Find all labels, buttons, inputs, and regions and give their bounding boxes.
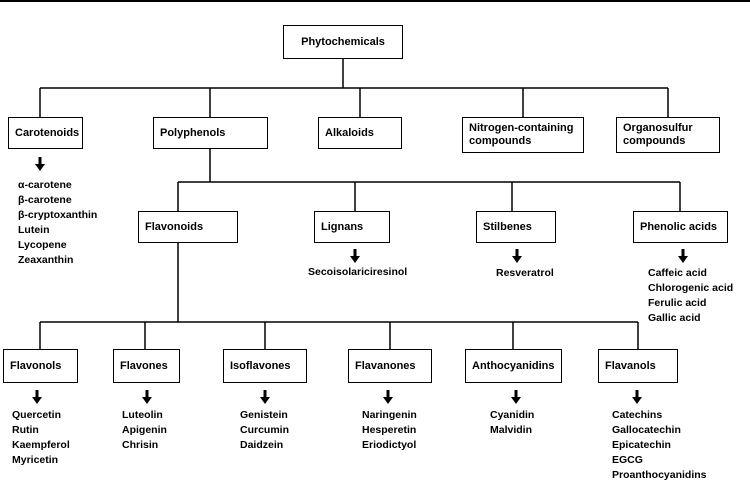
- list-lignans: Secoisolariciresinol: [308, 265, 407, 280]
- arrow-down-icon: [512, 249, 522, 263]
- list-item: Epicatechin: [612, 439, 671, 451]
- list-flavanones: Naringenin Hesperetin Eriodictyol: [362, 408, 417, 453]
- list-item: Cyanidin: [490, 409, 535, 421]
- arrow-down-icon: [260, 390, 270, 404]
- list-item: Lycopene: [18, 239, 67, 251]
- list-item: Apigenin: [122, 424, 167, 436]
- arrow-down-icon: [632, 390, 642, 404]
- list-item: Proanthocyanidins: [612, 469, 707, 481]
- arrow-down-icon: [142, 390, 152, 404]
- node-flavanols: Flavanols: [598, 349, 678, 383]
- list-item: Genistein: [240, 409, 288, 421]
- list-isoflavones: Genistein Curcumin Daidzein: [240, 408, 289, 453]
- list-anthocyanidins: Cyanidin Malvidin: [490, 408, 534, 438]
- list-item: Myricetin: [12, 454, 59, 466]
- node-phenolic-acids: Phenolic acids: [633, 211, 728, 243]
- arrow-down-icon: [32, 390, 42, 404]
- list-item: α-carotene: [18, 179, 72, 191]
- top-border-line: [0, 0, 750, 2]
- node-anthocyanidins: Anthocyanidins: [465, 349, 562, 383]
- list-item: Gallic acid: [648, 312, 701, 324]
- arrow-down-icon: [35, 157, 45, 171]
- list-item: β-cryptoxanthin: [18, 209, 98, 221]
- list-item: Resveratrol: [496, 267, 554, 279]
- arrow-down-icon: [678, 249, 688, 263]
- node-phytochemicals: Phytochemicals: [283, 25, 403, 59]
- list-flavonols: Quercetin Rutin Kaempferol Myricetin: [12, 408, 70, 468]
- list-item: Gallocatechin: [612, 424, 681, 436]
- node-flavones: Flavones: [113, 349, 180, 383]
- list-item: Secoisolariciresinol: [308, 266, 408, 278]
- node-flavanones: Flavanones: [348, 349, 432, 383]
- list-stilbenes: Resveratrol: [496, 266, 554, 281]
- arrow-down-icon: [511, 390, 521, 404]
- list-item: Zeaxanthin: [18, 254, 74, 266]
- list-item: Rutin: [12, 424, 39, 436]
- list-item: β-carotene: [18, 194, 72, 206]
- node-flavonoids: Flavonoids: [138, 211, 238, 243]
- arrow-down-icon: [383, 390, 393, 404]
- list-item: EGCG: [612, 454, 643, 466]
- list-item: Curcumin: [240, 424, 290, 436]
- list-flavones: Luteolin Apigenin Chrisin: [122, 408, 167, 453]
- node-flavonols: Flavonols: [3, 349, 78, 383]
- list-item: Naringenin: [362, 409, 417, 421]
- node-isoflavones: Isoflavones: [223, 349, 307, 383]
- list-item: Ferulic acid: [648, 297, 707, 309]
- arrow-down-icon: [350, 249, 360, 263]
- list-item: Hesperetin: [362, 424, 417, 436]
- list-item: Daidzein: [240, 439, 284, 451]
- list-flavanols: Catechins Gallocatechin Epicatechin EGCG…: [612, 408, 707, 483]
- list-item: Malvidin: [490, 424, 533, 436]
- list-item: Caffeic acid: [648, 267, 707, 279]
- node-organosulfur-compounds: Organosulfur compounds: [616, 117, 720, 153]
- list-item: Kaempferol: [12, 439, 70, 451]
- list-item: Catechins: [612, 409, 663, 421]
- list-item: Lutein: [18, 224, 50, 236]
- node-carotenoids: Carotenoids: [8, 117, 83, 149]
- list-item: Chlorogenic acid: [648, 282, 734, 294]
- node-polyphenols: Polyphenols: [153, 117, 268, 149]
- list-carotenoids: α-carotene β-carotene β-cryptoxanthin Lu…: [18, 178, 97, 268]
- node-alkaloids: Alkaloids: [318, 117, 402, 149]
- list-phenolic-acids: Caffeic acid Chlorogenic acid Ferulic ac…: [648, 266, 733, 326]
- node-nitrogen-containing-compounds: Nitrogen-containing compounds: [462, 117, 584, 153]
- node-stilbenes: Stilbenes: [476, 211, 556, 243]
- list-item: Chrisin: [122, 439, 159, 451]
- node-lignans: Lignans: [314, 211, 390, 243]
- list-item: Quercetin: [12, 409, 62, 421]
- list-item: Luteolin: [122, 409, 163, 421]
- list-item: Eriodictyol: [362, 439, 417, 451]
